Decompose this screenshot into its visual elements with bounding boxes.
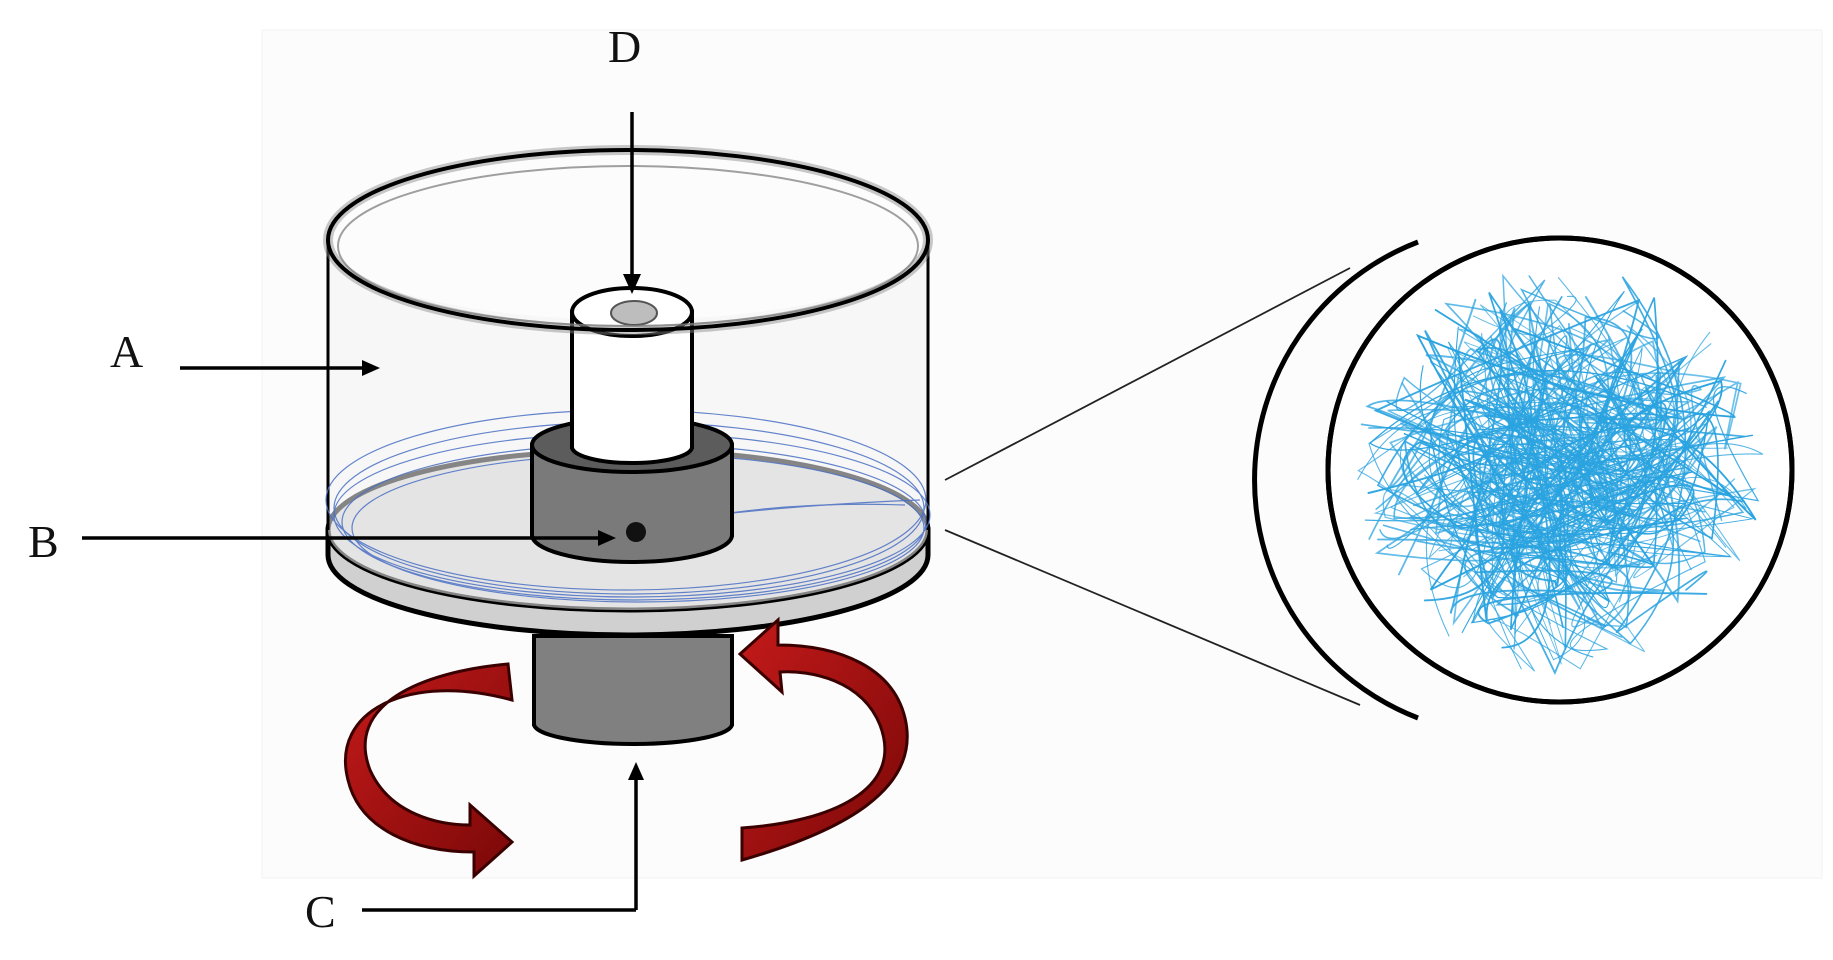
chamber-rim xyxy=(323,145,933,335)
fiber-strand xyxy=(1368,295,1706,652)
fiber-strand xyxy=(1470,367,1764,628)
fiber-strand xyxy=(1448,326,1729,653)
label-b: B xyxy=(28,516,59,567)
fiber-strand xyxy=(1429,350,1757,623)
spinneret-orifice xyxy=(626,522,646,542)
rotation-arrow-right xyxy=(737,616,909,862)
fiber-strand xyxy=(1425,337,1690,637)
fiber-strand xyxy=(1419,347,1731,581)
fiber-strand xyxy=(1401,340,1663,553)
lens-arc xyxy=(1252,239,1419,721)
zoom-connector xyxy=(944,267,1361,706)
fiber-strand xyxy=(1373,298,1708,625)
nanofiber-network xyxy=(1357,273,1764,676)
fiber-strand xyxy=(1448,335,1623,638)
fiber-strand xyxy=(1382,307,1665,593)
label-c: C xyxy=(305,886,336,937)
feed-tube xyxy=(570,286,694,465)
fiber-strand xyxy=(1463,316,1633,617)
fiber-strand xyxy=(1434,309,1733,524)
label-d: D xyxy=(608,21,641,72)
rotation-arrow-left xyxy=(344,662,515,880)
fiber-strand xyxy=(1559,322,1718,517)
fiber-strand xyxy=(1365,399,1632,630)
label-a: A xyxy=(110,326,143,377)
fiber-mat-magnified xyxy=(1252,235,1795,721)
fiber-strand xyxy=(1382,300,1757,597)
spinning-device xyxy=(323,145,933,746)
rotation-arrow-icon xyxy=(344,616,909,880)
callout-lines xyxy=(82,112,644,912)
fiber-strand xyxy=(1428,299,1735,558)
fiber-strand xyxy=(1399,362,1747,636)
motor-shaft xyxy=(532,634,734,746)
fiber-strand xyxy=(1385,296,1681,604)
fiber-strand xyxy=(1357,406,1733,598)
